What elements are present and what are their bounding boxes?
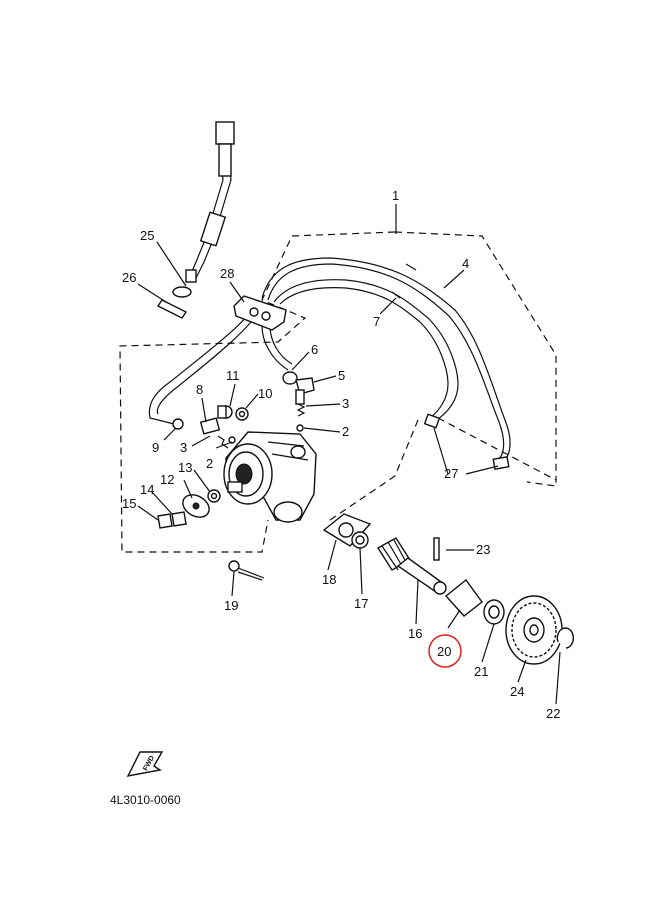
label-part-16: 16 — [408, 626, 422, 641]
label-part-25: 25 — [140, 228, 154, 243]
label-part-27: 27 — [444, 466, 458, 481]
label-part-4: 4 — [462, 256, 469, 271]
hose-caps — [423, 413, 510, 470]
pump-drive-parts — [322, 513, 505, 625]
label-part-2-upper: 2 — [342, 424, 349, 439]
label-part-17: 17 — [354, 596, 368, 611]
label-part-10: 10 — [258, 386, 272, 401]
label-part-26: 26 — [122, 270, 136, 285]
label-part-28: 28 — [220, 266, 234, 281]
upper-small-parts — [156, 286, 315, 449]
oil-pump-body — [223, 431, 317, 523]
label-part-7: 7 — [373, 314, 380, 329]
label-part-22: 22 — [546, 706, 560, 721]
bolt — [228, 560, 265, 581]
label-part-23: 23 — [476, 542, 490, 557]
label-part-5: 5 — [338, 368, 345, 383]
label-part-9: 9 — [152, 440, 159, 455]
label-part-20: 20 — [437, 644, 451, 659]
label-part-3-lower: 3 — [180, 440, 187, 455]
label-part-2-lower: 2 — [206, 456, 213, 471]
label-part-1: 1 — [392, 188, 399, 203]
label-part-8: 8 — [196, 382, 203, 397]
label-part-15: 15 — [122, 496, 136, 511]
label-part-11: 11 — [226, 368, 240, 383]
part-number-labels: 1 4 7 6 5 3 2 11 10 8 9 3 2 13 12 14 15 … — [122, 188, 560, 721]
assembly-boundary-upper — [119, 231, 557, 553]
label-part-24: 24 — [510, 684, 524, 699]
label-part-13: 13 — [178, 460, 192, 475]
oil-delivery-hoses — [148, 257, 511, 463]
highlight-circle — [428, 634, 462, 668]
label-part-6: 6 — [311, 342, 318, 357]
label-part-3-upper: 3 — [342, 396, 349, 411]
label-part-19: 19 — [224, 598, 238, 613]
label-part-18: 18 — [322, 572, 336, 587]
label-part-14: 14 — [140, 482, 154, 497]
diagram-code: 4L3010-0060 — [110, 793, 181, 807]
oil-pump-cable — [185, 121, 235, 283]
forward-direction-marker: FWD — [126, 751, 164, 777]
leader-lines — [137, 204, 561, 705]
hose-clamp — [233, 295, 287, 331]
label-part-21: 21 — [474, 664, 488, 679]
pump-lever-parts — [157, 489, 221, 529]
label-part-12: 12 — [160, 472, 174, 487]
pump-driven-gear — [505, 595, 575, 665]
